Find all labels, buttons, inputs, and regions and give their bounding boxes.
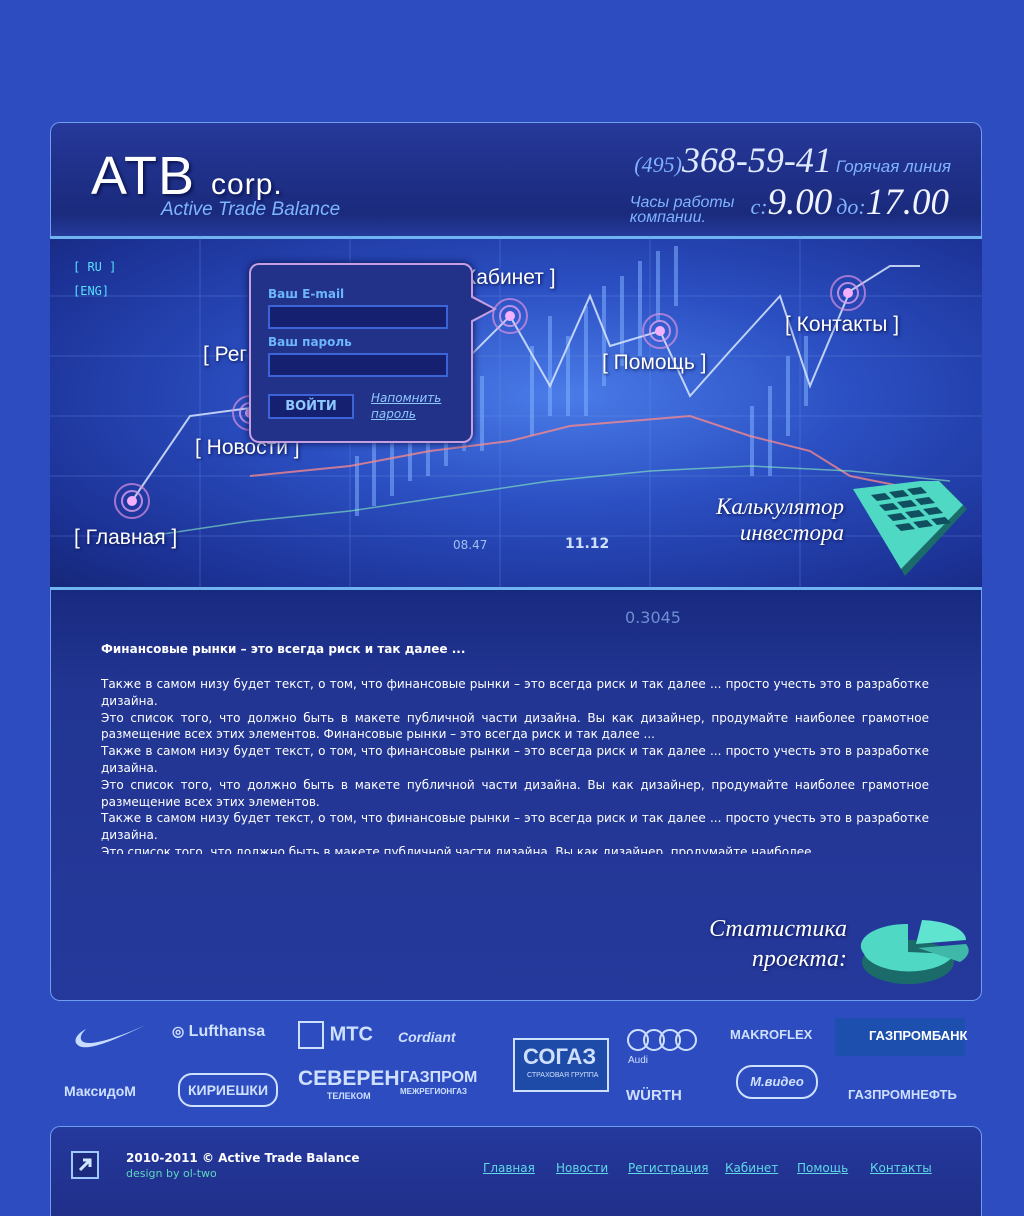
lufthansa-crane-icon: ◎	[172, 1023, 185, 1039]
nav-help[interactable]: [ Помощь ]	[602, 351, 707, 374]
partner-maksidom[interactable]: МаксидоМ	[64, 1083, 136, 1099]
footer-link-contacts[interactable]: Контакты	[870, 1161, 932, 1175]
content-title: Финансовые рынки – это всегда риск и так…	[101, 642, 466, 656]
logo-subtitle: Active Trade Balance	[161, 199, 341, 220]
partner-lufthansa[interactable]: ◎ Lufthansa	[172, 1023, 266, 1040]
nav-contacts[interactable]: [ Контакты ]	[785, 313, 900, 336]
content-paragraph: Это список того, что должно быть в макет…	[101, 710, 929, 742]
logo-suffix: corp.	[211, 168, 283, 201]
partner-gazprom[interactable]: ГАЗПРОМ МЕЖРЕГИОНГАЗ	[400, 1069, 478, 1096]
partner-logos: ◎ Lufthansa МТС Cordiant СОГАЗ СТРАХОВАЯ…	[60, 1015, 970, 1115]
hours-from-label: с:	[750, 194, 768, 219]
content-paragraph: Это список того, что должно быть в макет…	[101, 777, 929, 809]
hotline-label: Горячая линия	[835, 157, 951, 176]
partner-audi[interactable]: Audi	[626, 1027, 698, 1066]
footer-link-news[interactable]: Новости	[556, 1161, 609, 1175]
banner-number: 11.12	[565, 536, 610, 552]
logo[interactable]: ATB corp.	[91, 145, 283, 207]
phone-block: (495)368-59-41 Горячая линия	[634, 139, 951, 181]
nav-main[interactable]: [ Главная ]	[74, 526, 178, 549]
banner-number: 08.47	[453, 538, 488, 552]
designer-credit[interactable]: design by ol-two	[126, 1167, 217, 1180]
hours-to-label: до:	[836, 194, 866, 219]
login-button[interactable]: ВОЙТИ	[268, 394, 354, 419]
hero-banner: 08.47 11.12 [ RU ] [ENG] [ Главная ] [ Н…	[50, 236, 982, 590]
pie-chart-icon[interactable]	[856, 910, 971, 1000]
nike-swoosh-icon[interactable]	[74, 1021, 148, 1049]
footer-link-help[interactable]: Помощь	[797, 1161, 849, 1175]
partner-wurth[interactable]: WÜRTH	[626, 1087, 682, 1104]
password-label: Ваш пароль	[268, 335, 352, 349]
content-paragraph: Также в самом низу будет текст, о том, ч…	[101, 811, 929, 843]
content-paragraph: Это список того, что должно быть в макет…	[101, 844, 812, 854]
lang-eng-link[interactable]: [ENG]	[73, 284, 110, 298]
hours-from: 9.00	[767, 182, 833, 223]
logo-main-text: ATB	[91, 146, 196, 206]
main-content: 0.3045 Финансовые рынки – это всегда рис…	[50, 590, 982, 1001]
hours-to: 17.00	[865, 182, 949, 223]
banner-number: 0.3045	[625, 608, 681, 627]
partner-makroflex[interactable]: MAKROFLEX	[730, 1027, 813, 1042]
partner-gazpromneft[interactable]: ГАЗПРОМНЕФТЬ	[848, 1087, 957, 1102]
calculator-icon[interactable]	[845, 481, 970, 581]
email-input[interactable]	[268, 305, 448, 329]
partner-mts[interactable]: МТС	[298, 1021, 373, 1049]
content-text: Также в самом низу будет текст, о том, ч…	[101, 676, 929, 854]
content-paragraph: Также в самом низу будет текст, о том, ч…	[101, 677, 929, 708]
partner-gazprombank[interactable]: ГАЗПРОМБАНК	[835, 1018, 967, 1056]
nav-cabinet[interactable]: Кабинет ]	[464, 266, 556, 289]
partner-mvideo[interactable]: М.видео	[736, 1065, 818, 1099]
email-label: Ваш E-mail	[268, 287, 345, 301]
banner-top-edge	[50, 236, 982, 239]
copyright: 2010-2011 © Active Trade Balance	[126, 1151, 360, 1165]
site-header: ATB corp. Active Trade Balance (495)368-…	[50, 122, 982, 236]
banner-bottom-edge	[50, 587, 982, 590]
phone-number: 368-59-41	[681, 140, 832, 180]
content-paragraph: Также в самом низу будет текст, о том, ч…	[101, 744, 929, 775]
share-arrow-icon[interactable]	[71, 1151, 99, 1179]
nav-registration[interactable]: [ Рег	[203, 343, 248, 366]
site-footer: 2010-2011 © Active Trade Balance design …	[50, 1126, 982, 1216]
password-input[interactable]	[268, 353, 448, 377]
footer-link-cabinet[interactable]: Кабинет	[725, 1161, 779, 1175]
partner-kirieshki[interactable]: КИРИЕШКИ	[178, 1073, 278, 1107]
partner-severen[interactable]: СЕВЕРЕН ТЕЛЕКОМ	[298, 1067, 400, 1101]
partner-cordiant[interactable]: Cordiant	[398, 1029, 456, 1045]
partner-sogaz[interactable]: СОГАЗ СТРАХОВАЯ ГРУППА	[513, 1038, 609, 1092]
phone-code: (495)	[634, 152, 682, 177]
audi-rings-icon	[627, 1029, 697, 1051]
lang-ru-link[interactable]: [ RU ]	[73, 260, 117, 274]
footer-link-main[interactable]: Главная	[483, 1161, 535, 1175]
footer-link-registration[interactable]: Регистрация	[628, 1161, 709, 1175]
mts-egg-icon	[298, 1021, 324, 1049]
